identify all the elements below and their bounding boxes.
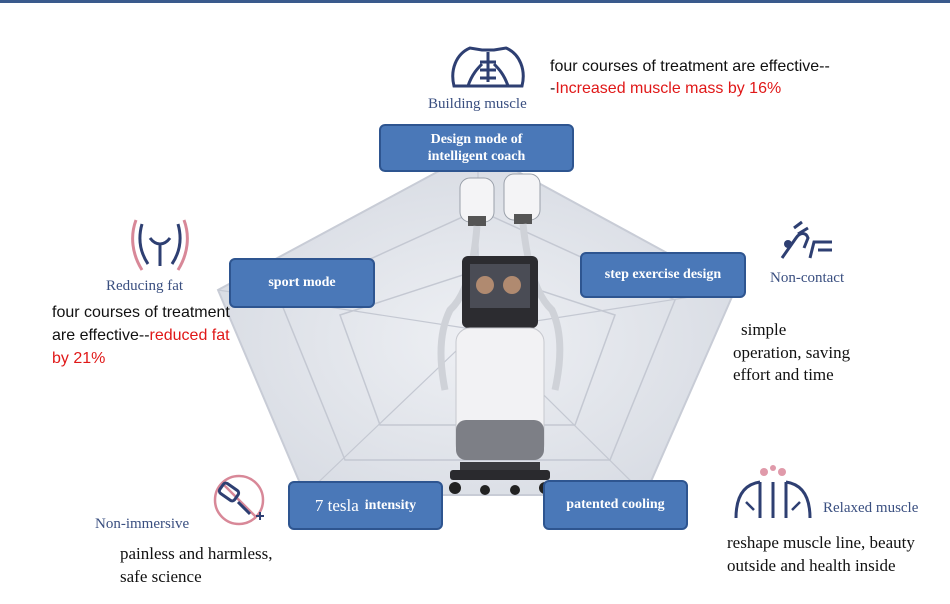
non-immersive-line2: safe science bbox=[120, 567, 202, 586]
text-prefix: are effective-- bbox=[52, 327, 150, 344]
caption-non-immersive: Non-immersive bbox=[95, 516, 190, 532]
non-contact-line2: operation, saving bbox=[733, 343, 851, 362]
box-sport-mode: sport mode bbox=[229, 258, 375, 308]
highlight-muscle-mass: Increased muscle mass by 16% bbox=[555, 80, 782, 97]
non-immersive-line1: painless and harmless, bbox=[120, 544, 273, 563]
muscle-torso-icon bbox=[451, 46, 525, 88]
box-patented-cooling: patented cooling bbox=[543, 480, 688, 530]
box-label: Design mode of intelligent coach bbox=[427, 132, 526, 164]
relaxed-muscle-line2: outside and health inside bbox=[727, 556, 896, 575]
relaxed-muscle-line1: reshape muscle line, beauty bbox=[727, 533, 915, 552]
box-label: sport mode bbox=[268, 275, 336, 290]
building-muscle-line2: -Increased muscle mass by 16% bbox=[550, 78, 781, 100]
box-intelligent-coach: Design mode of intelligent coach bbox=[379, 124, 574, 172]
non-contact-line1: simple bbox=[741, 320, 787, 339]
highlight-reduced-fat: reduced fat bbox=[149, 327, 230, 344]
caption-reducing-fat: Reducing fat bbox=[106, 278, 184, 294]
top-border bbox=[0, 0, 950, 3]
box-step-exercise: step exercise design bbox=[580, 252, 746, 298]
caption-relaxed-muscle: Relaxed muscle bbox=[823, 500, 919, 516]
box-label: patented cooling bbox=[566, 497, 665, 512]
non-contact-line3: effort and time bbox=[733, 365, 834, 384]
shoulders-icon bbox=[734, 465, 812, 519]
hand-wave-icon bbox=[780, 220, 832, 259]
hips-icon bbox=[131, 219, 189, 271]
box-label-number: 7 tesla bbox=[314, 495, 359, 515]
reducing-fat-line2: are effective--reduced fat bbox=[52, 325, 230, 347]
text-prefix: - bbox=[550, 80, 556, 97]
box-label: step exercise design bbox=[604, 267, 722, 282]
caption-non-contact: Non-contact bbox=[770, 270, 845, 286]
caption-building-muscle: Building muscle bbox=[428, 96, 527, 112]
box-label: intensity bbox=[364, 497, 417, 513]
building-muscle-line1: four courses of treatment are effective-… bbox=[550, 58, 830, 75]
reducing-fat-line1: four courses of treatment bbox=[52, 304, 230, 321]
device-illustration bbox=[437, 173, 564, 495]
reducing-fat-line3: by 21% bbox=[52, 350, 106, 367]
no-needle-icon bbox=[213, 474, 265, 526]
box-tesla-intensity: 7 tesla intensity bbox=[288, 481, 443, 530]
